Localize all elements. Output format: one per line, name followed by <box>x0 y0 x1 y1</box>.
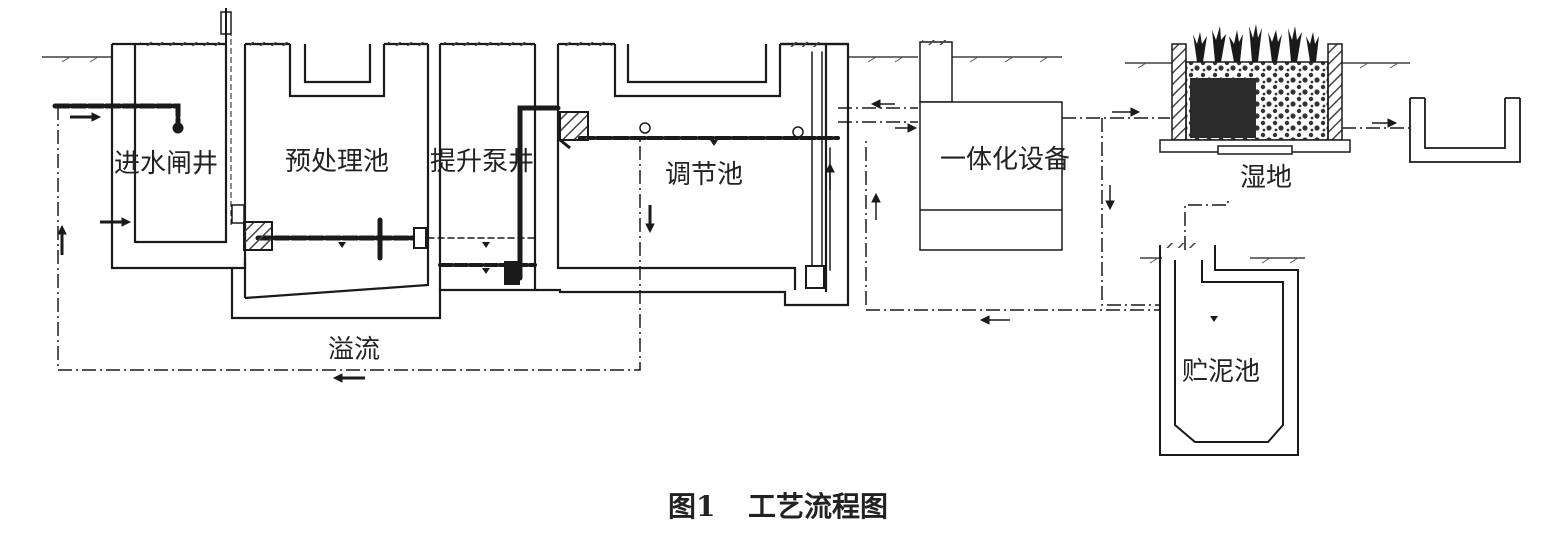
main-pipes <box>52 51 840 289</box>
flow-arrows <box>57 99 1398 383</box>
slab-hatching <box>140 42 822 47</box>
overflow-label: 溢流 <box>328 335 380 365</box>
sludge-tank-label: 贮泥池 <box>1182 357 1260 387</box>
wetland-plants <box>1193 24 1319 62</box>
figure-title: 工艺流程图 <box>748 490 888 523</box>
outlet-channel <box>1409 97 1521 163</box>
wetland-label: 湿地 <box>1240 163 1292 193</box>
lift-pump-well-label: 提升泵井 <box>430 147 534 177</box>
inlet-gate-well-label: 进水闸井 <box>114 149 218 179</box>
gate-valve <box>220 8 245 230</box>
overflow-lines <box>57 106 1410 371</box>
integrated-equipment-label: 一体化设备 <box>940 145 1070 175</box>
ground-lines <box>42 56 1410 259</box>
pretreatment-tank-label: 预处理池 <box>285 147 389 177</box>
filter-screens <box>243 111 589 251</box>
regulating-tank-label: 调节池 <box>665 160 743 190</box>
wetland-structure <box>1159 24 1351 155</box>
ground-hatch-marks <box>61 56 1399 264</box>
integrated-equipment-unit <box>919 40 1063 251</box>
sludge-tank-structure <box>1159 243 1299 456</box>
figure-number: 图1 <box>668 490 715 523</box>
water-level-markers <box>338 140 1218 322</box>
